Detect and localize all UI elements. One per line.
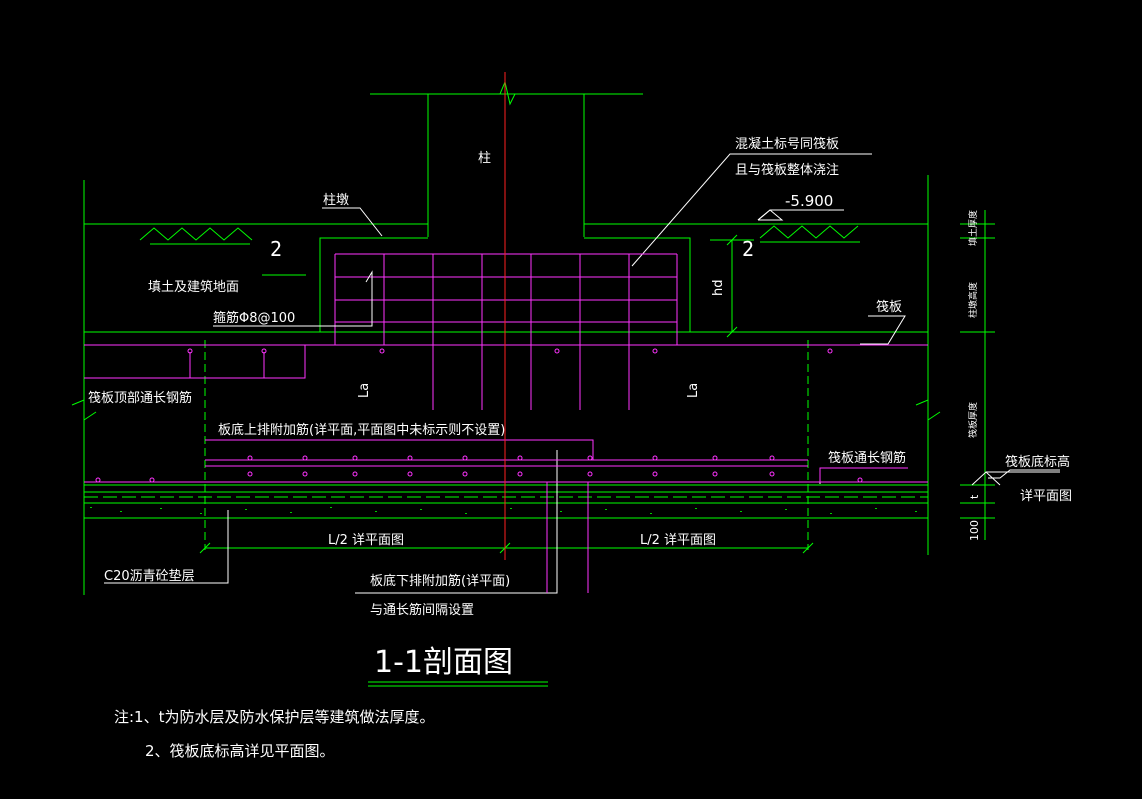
label-lower-extra-1: 板底下排附加筋(详平面) <box>370 573 510 589</box>
side-dim-pier: 柱墩高度 <box>967 282 979 318</box>
label-raft: 筏板 <box>876 299 902 315</box>
label-raft-long-rebar: 筏板通长钢筋 <box>828 450 906 466</box>
label-hd: hd <box>711 280 726 297</box>
label-concrete-2: 且与筏板整体浇注 <box>735 162 839 178</box>
label-concrete-1: 混凝土标号同筏板 <box>735 136 839 152</box>
label-stirrup: 箍筋Φ8@100 <box>213 310 295 326</box>
note-2: 2、筏板底标高详见平面图。 <box>145 742 335 760</box>
label-la-right: La <box>686 383 701 398</box>
label-la-left: La <box>357 383 372 398</box>
label-see-plan: 详平面图 <box>1020 489 1072 504</box>
label-bedding: C20沥青砼垫层 <box>104 568 195 584</box>
side-dim-raft: 筏板厚度 <box>967 402 979 438</box>
label-raft-top-rebar: 筏板顶部通长钢筋 <box>88 390 192 406</box>
label-column-pier: 柱墩 <box>323 193 349 208</box>
label-lower-extra-2: 与通长筋间隔设置 <box>370 602 474 618</box>
section-mark-left: 2 <box>270 237 282 261</box>
label-half-span-left: L/2 详平面图 <box>328 533 404 548</box>
label-dim-100: 100 <box>968 520 981 541</box>
side-dim-fill: 填土厚度 <box>967 210 979 246</box>
section-title: 1-1剖面图 <box>374 645 513 680</box>
label-column: 柱 <box>478 151 491 166</box>
structure-outline <box>71 80 1060 687</box>
label-raft-bottom-elev: 筏板底标高 <box>1005 454 1070 470</box>
note-1: 注:1、t为防水层及防水保护层等建筑做法厚度。 <box>114 708 435 726</box>
rebar-layout <box>84 253 928 593</box>
section-mark-right: 2 <box>742 237 754 261</box>
label-upper-extra: 板底上排附加筋(详平面,平面图中未标示则不设置) <box>218 422 505 438</box>
label-dim-t: t <box>968 494 981 499</box>
label-elevation: -5.900 <box>785 192 833 210</box>
label-half-span-right: L/2 详平面图 <box>640 533 716 548</box>
label-fill-ground: 填土及建筑地面 <box>148 279 239 295</box>
bedding-hatch <box>90 507 917 514</box>
